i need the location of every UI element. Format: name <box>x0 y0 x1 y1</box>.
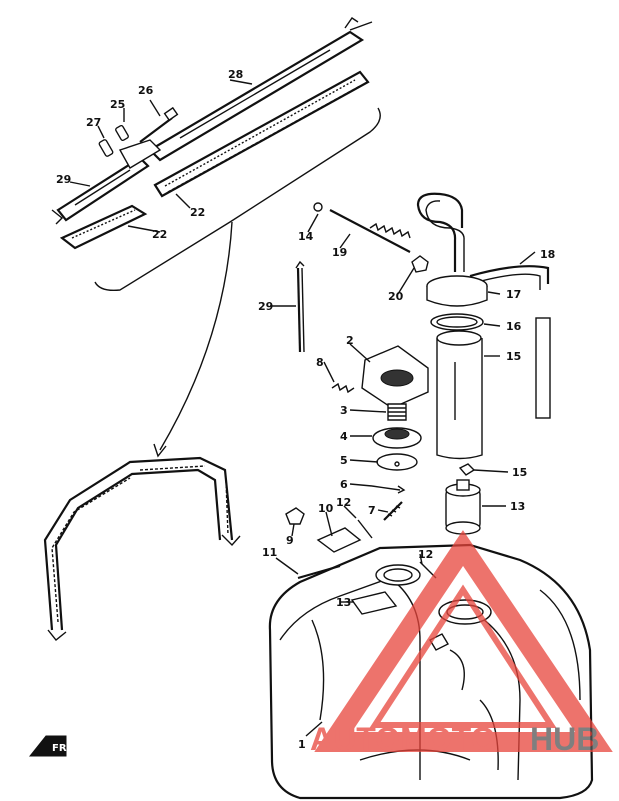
callout-15b: 15 <box>512 466 527 479</box>
callout-7: 7 <box>368 504 376 517</box>
callout-24: 22 <box>190 206 205 219</box>
fuel-tank <box>268 543 594 800</box>
front-direction-marker: FR <box>28 735 67 757</box>
callout-25: 22 <box>152 228 167 241</box>
fuel-pump-assembly <box>416 192 551 535</box>
callout-19: 18 <box>540 248 555 261</box>
spring-rod <box>313 202 429 273</box>
front-marker-label: FR <box>52 743 67 754</box>
callout-26: 25 <box>110 98 125 111</box>
callout-13: 13 <box>336 596 351 609</box>
callout-5: 5 <box>340 454 348 467</box>
callout-12a: 12 <box>336 496 351 509</box>
callout-22b: 29 <box>56 173 71 186</box>
rod-29 <box>295 260 305 353</box>
callout-1: 1 <box>298 738 306 751</box>
callout-16: 15 <box>506 350 521 363</box>
callout-20: 19 <box>332 246 347 259</box>
leader-lines <box>69 79 536 737</box>
callout-8: 8 <box>316 356 324 369</box>
strap-assembly <box>51 17 381 458</box>
callout-10: 10 <box>318 502 334 515</box>
callout-29: 29 <box>258 300 273 313</box>
callout-14: 13 <box>510 500 525 513</box>
small-parts <box>285 507 437 615</box>
callout-3: 3 <box>340 404 348 417</box>
frame-guard <box>43 456 241 641</box>
automotohub-watermark: AUTOMOTO HUB <box>310 530 613 757</box>
watermark-text-right: HUB <box>530 721 599 757</box>
callout-11: 11 <box>262 546 277 559</box>
callout-labels: 28 26 25 27 29 22 22 14 19 20 18 17 16 1… <box>56 68 555 751</box>
callout-4: 4 <box>340 430 348 443</box>
callout-12b: 12 <box>418 548 433 561</box>
callout-17: 16 <box>506 320 522 333</box>
cap-stack <box>331 345 429 521</box>
callout-22a: 28 <box>228 68 243 81</box>
callout-27: 26 <box>138 84 154 97</box>
callout-21: 20 <box>388 290 404 303</box>
watermark-text-left: AUTOMOTO <box>310 721 495 757</box>
callout-18: 17 <box>506 288 521 301</box>
callout-15a: 14 <box>298 230 314 243</box>
callout-6: 6 <box>340 478 348 491</box>
callout-9: 9 <box>286 534 294 547</box>
callout-28: 27 <box>86 116 101 129</box>
callout-2: 2 <box>346 334 354 347</box>
